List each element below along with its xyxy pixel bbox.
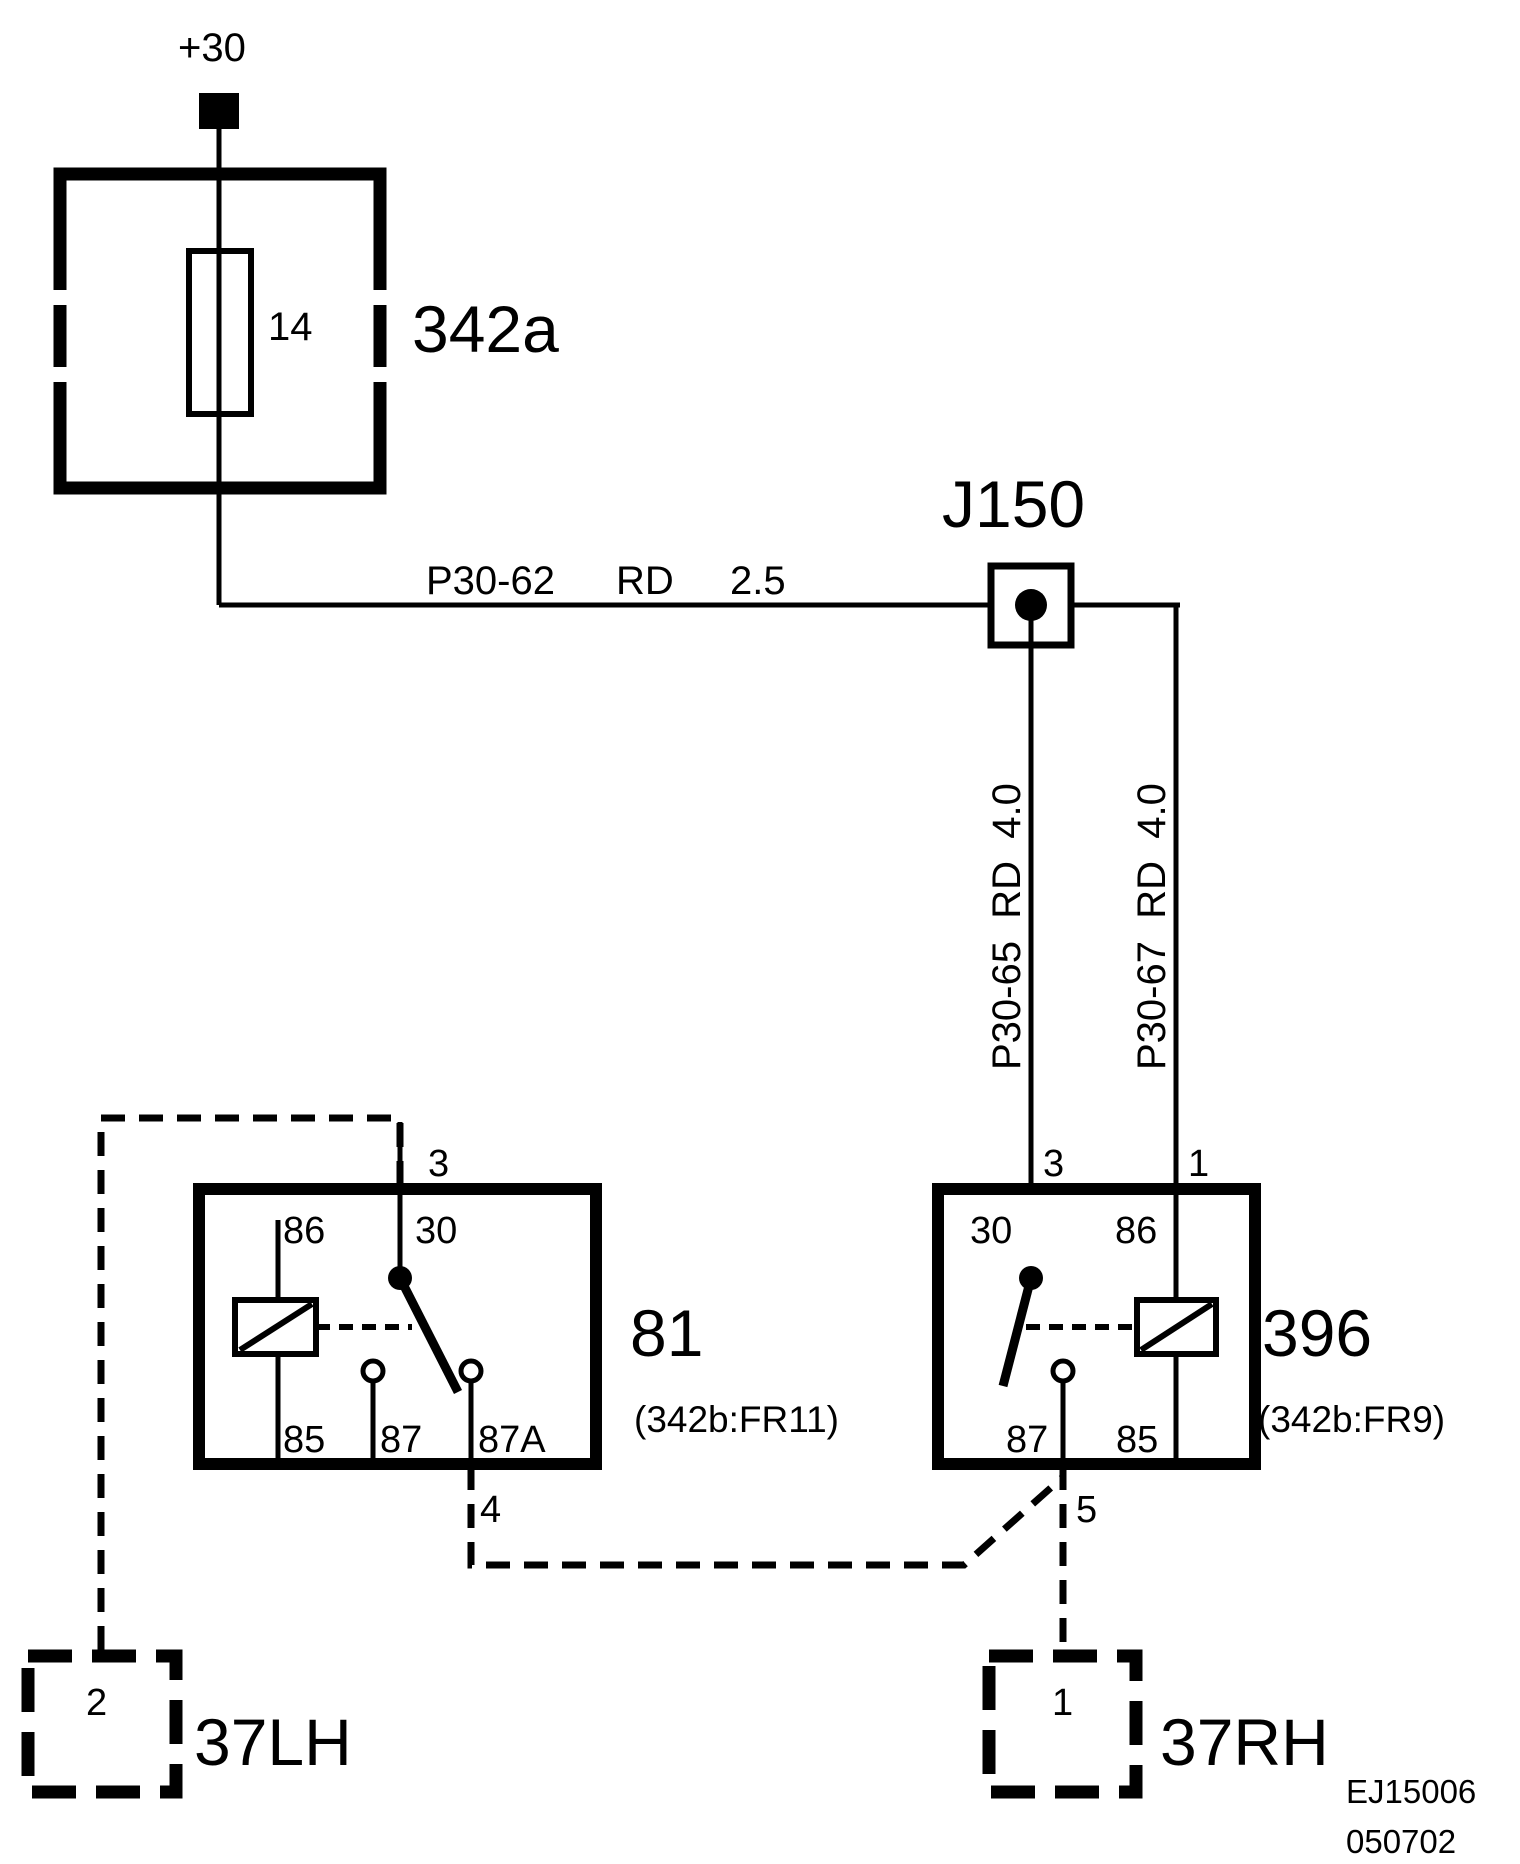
lamp-37rh-pin: 1 (1052, 1682, 1073, 1724)
dashed-wiring (97, 1114, 1067, 1650)
dashed-wire-87a-to-87 (467, 1466, 1066, 1569)
relay-396-ref: (342b:FR9) (1258, 1399, 1445, 1440)
wire-p30-67-size: 4.0 (1130, 783, 1174, 839)
svg-text:P30-65 RD 4.0: P30-65 RD 4.0 (985, 783, 1029, 1070)
relay-81: 86 30 85 87 87A 3 4 81 (342b:FR11) (193, 1122, 839, 1531)
relay-396-pin-85: 85 (1116, 1419, 1158, 1461)
relay-396-pin-30: 30 (970, 1210, 1012, 1252)
diagram-date: 050702 (1346, 1823, 1456, 1860)
supply-label: +30 (178, 26, 246, 70)
relay-81-ref: (342b:FR11) (634, 1399, 839, 1440)
fuse-number: 14 (268, 305, 313, 349)
fuse-box: 14 342a (53, 167, 559, 495)
wire-p30-62-size: 2.5 (730, 559, 786, 603)
fuse-box-label: 342a (412, 292, 559, 366)
relay-81-connector-pin-3: 3 (428, 1143, 449, 1185)
wire-p30-65-size: 4.0 (985, 783, 1029, 839)
relay-396-connector-pin-3: 3 (1043, 1143, 1064, 1185)
junction-label: J150 (942, 467, 1085, 541)
diagram-code: EJ15006 (1346, 1773, 1476, 1810)
wire-p30-62-color: RD (616, 559, 674, 603)
relay-81-switch (395, 1275, 463, 1395)
lamp-37lh-pin: 2 (86, 1682, 107, 1724)
wire-p30-67-color: RD (1130, 861, 1174, 919)
relay-81-pin-87a: 87A (478, 1419, 546, 1461)
relay-81-pin-86: 86 (283, 1210, 325, 1252)
supply-terminal: +30 (178, 26, 246, 129)
wire-p30-65-code: P30-65 (985, 941, 1029, 1070)
relay-81-label: 81 (630, 1296, 703, 1370)
relay-396-connector-pin-1: 1 (1188, 1143, 1209, 1185)
relay-81-pin-87: 87 (380, 1419, 422, 1461)
lamp-37lh-label: 37LH (194, 1705, 352, 1779)
relay-396-pin-87: 87 (1006, 1419, 1048, 1461)
junction-j150: J150 (942, 467, 1085, 649)
relay-396-pin-86: 86 (1115, 1210, 1157, 1252)
relay-81-pin-30: 30 (415, 1210, 457, 1252)
lamp-37rh-label: 37RH (1160, 1705, 1329, 1779)
wire-p30-67-code: P30-67 (1130, 941, 1174, 1070)
svg-text:P30-67 RD 4.0: P30-67 RD 4.0 (1130, 783, 1174, 1070)
relay-396: 30 86 87 85 3 1 5 396 (342b:FR9) (932, 1143, 1445, 1531)
wire-p30-62: P30-62 RD 2.5 (219, 559, 1180, 608)
lamp-37rh: 1 37RH (982, 1649, 1329, 1799)
lamp-37lh: 2 37LH (21, 1649, 352, 1799)
wire-p30-62-code: P30-62 (426, 559, 555, 603)
relay-396-connector-pin-5: 5 (1076, 1489, 1097, 1531)
relay-396-label: 396 (1262, 1296, 1372, 1370)
wire-p30-65-color: RD (985, 861, 1029, 919)
relay-81-connector-pin-4: 4 (480, 1489, 501, 1531)
dashed-wire-lh-feed (97, 1114, 404, 1650)
relay-396-switch (998, 1276, 1036, 1388)
wire-p30-65: P30-65 RD 4.0 (985, 605, 1034, 1190)
relay-81-pin-85: 85 (283, 1419, 325, 1461)
